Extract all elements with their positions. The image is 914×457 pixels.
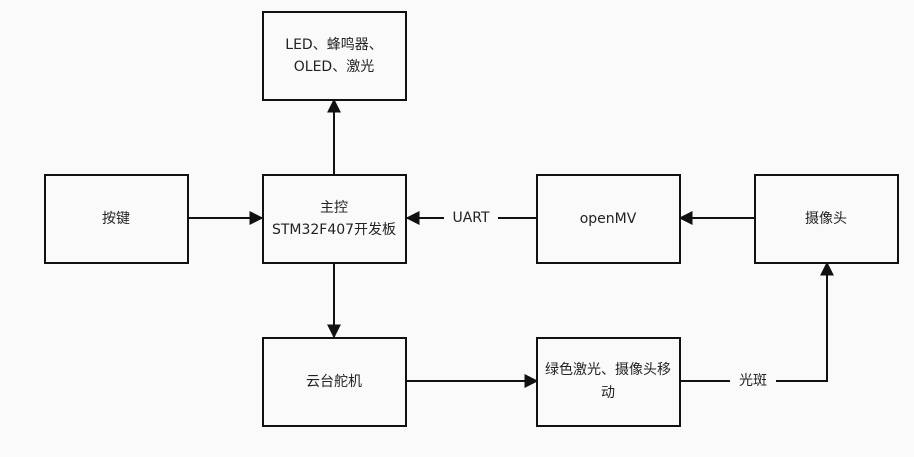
laser-move-line-2: 动 — [601, 385, 615, 401]
outputs-line-1: LED、蜂鸣器、 — [285, 36, 382, 53]
laser-move-box: 绿色激光、摄像头移 动 — [536, 337, 681, 427]
camera-label: 摄像头 — [805, 211, 847, 227]
camera-box: 摄像头 — [754, 174, 899, 264]
gimbal-label: 云台舵机 — [306, 374, 362, 390]
spot-label: 光斑 — [739, 373, 767, 389]
keys-label: 按键 — [102, 211, 130, 227]
edge-laser-move-to-camera-spot: 光斑 — [680, 261, 834, 391]
edge-openmv-to-mcu-uart: UART — [405, 208, 537, 228]
outputs-box: LED、蜂鸣器、 OLED、激光 — [262, 11, 407, 101]
openmv-label: openMV — [580, 211, 637, 227]
outputs-line-2: OLED、激光 — [294, 58, 374, 75]
uart-label: UART — [452, 210, 490, 226]
mcu-title: 主控 — [320, 200, 348, 216]
keys-box: 按键 — [44, 174, 189, 264]
mcu-box: 主控 STM32F407开发板 — [262, 174, 407, 264]
openmv-box: openMV — [536, 174, 681, 264]
mcu-board: STM32F407开发板 — [272, 222, 396, 238]
laser-move-line-1: 绿色激光、摄像头移 — [545, 361, 671, 378]
gimbal-box: 云台舵机 — [262, 337, 407, 427]
